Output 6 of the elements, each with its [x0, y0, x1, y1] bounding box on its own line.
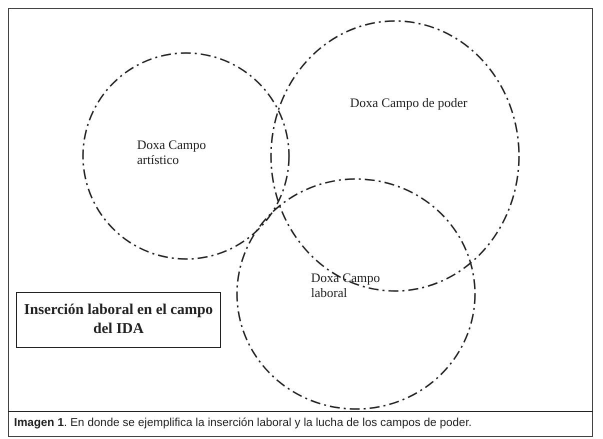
figure-caption: Imagen 1. En donde se ejemplifica la inserción laboral y la lucha de los campos de poder. — [14, 417, 472, 429]
title-box — [16, 292, 221, 348]
circle-label: Doxa Campo laboral — [311, 270, 381, 300]
box-label: Inserción laboral en el campo del IDA — [23, 301, 214, 339]
circle-label: Doxa Campo artístico — [137, 137, 207, 167]
circle-label: Doxa Campo de poder — [350, 95, 468, 110]
